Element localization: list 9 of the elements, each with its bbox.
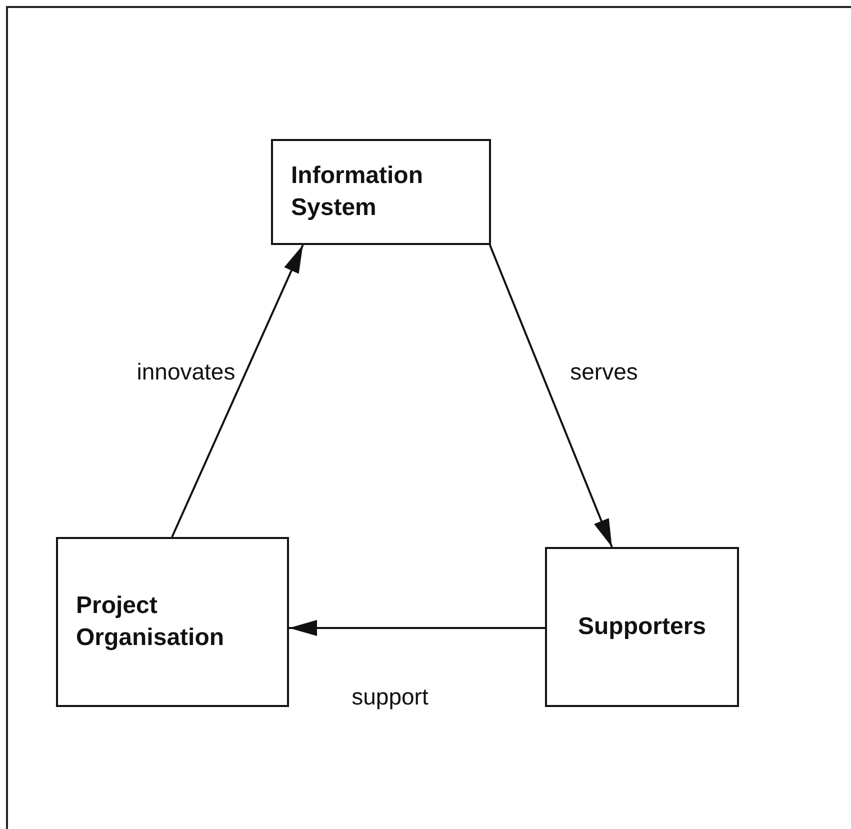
node-label: Project Organisation — [76, 590, 226, 653]
process-box — [56, 537, 289, 707]
node-label: Supporters — [578, 612, 706, 642]
process-box — [271, 139, 491, 245]
process-box — [545, 547, 739, 707]
arrow — [488, 244, 613, 548]
node-label: Information System — [291, 160, 424, 223]
arrow — [289, 620, 545, 636]
arrow — [171, 244, 304, 538]
